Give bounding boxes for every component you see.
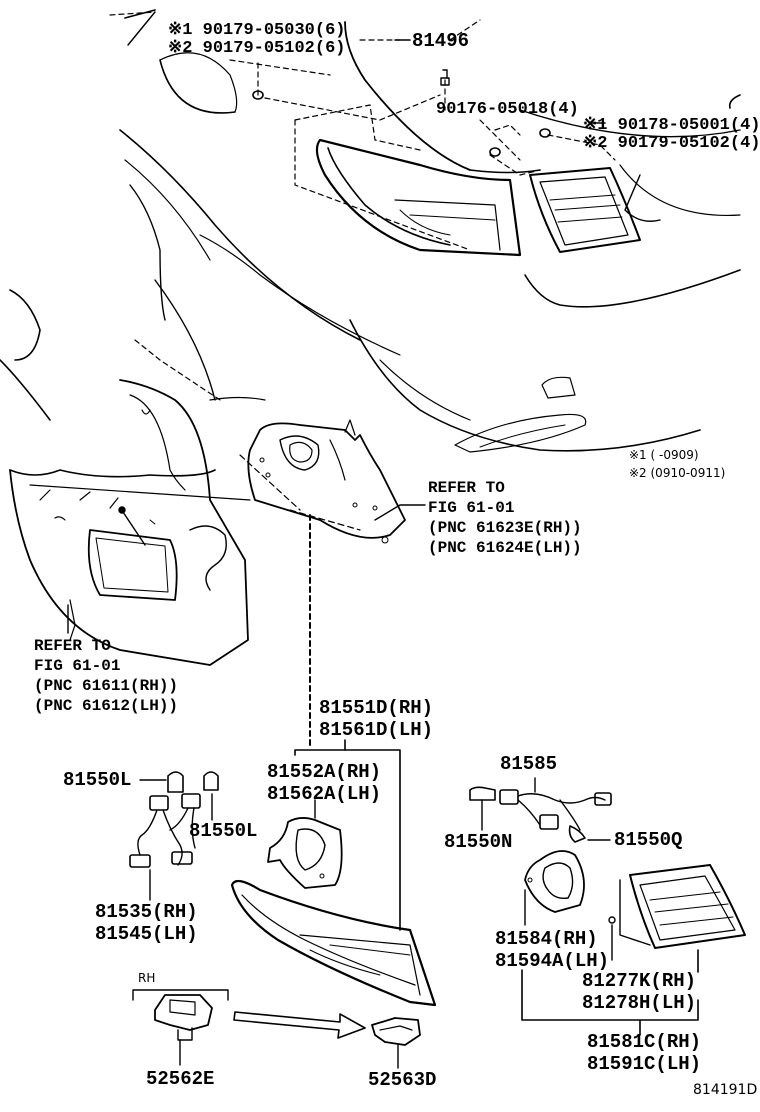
- diagram-code: 814191D: [693, 1082, 758, 1098]
- fastener-label-6: ※2 90179-05102(4): [583, 134, 760, 153]
- fastener-label-2: ※2 90179-05102(6): [168, 39, 346, 58]
- part-label-81594A: 81594A(LH): [495, 950, 610, 972]
- refer-left-line4: (PNC 61612(LH)): [34, 697, 179, 715]
- vehicle-rear-body: [0, 10, 740, 452]
- quarter-inner-panel: [240, 420, 405, 543]
- refer-right-line1: REFER TO: [428, 479, 505, 497]
- part-label-81562A: 81562A(LH): [267, 783, 382, 805]
- part-label-81584: 81584(RH): [495, 928, 598, 950]
- part-label-81550L-a: 81550L: [63, 769, 132, 791]
- part-label-81551D: 81551D(RH): [319, 697, 434, 719]
- tail-lamp-81551D: [232, 881, 435, 1005]
- tail-lamp-81581C: [609, 865, 745, 960]
- tail-lamp-outer-top: [317, 140, 520, 255]
- refer-to-right: REFER TO FIG 61-01 (PNC 61623E(RH)) (PNC…: [428, 478, 582, 558]
- refer-right-line2: FIG 61-01: [428, 499, 515, 517]
- note-1: ※1 ( -0909): [629, 448, 699, 462]
- part-label-81581C: 81581C(RH): [587, 1031, 702, 1053]
- fastener-label-5: ※1 90178-05001(4): [583, 116, 760, 135]
- part-label-81591C: 81591C(LH): [587, 1053, 702, 1075]
- refer-right-line3: (PNC 61623E(RH)): [428, 519, 582, 537]
- refer-to-left: REFER TO FIG 61-01 (PNC 61611(RH)) (PNC …: [34, 636, 178, 716]
- part-label-81561D: 81561D(LH): [319, 719, 434, 741]
- top-fasteners: [253, 40, 605, 156]
- refer-leaders: [68, 505, 425, 633]
- harness-81585: [470, 778, 611, 842]
- bracket-52563D: [372, 1018, 420, 1068]
- bulb-81550L-b: [204, 772, 218, 820]
- gasket-81584: [525, 851, 584, 925]
- refer-right-line4: (PNC 61624E(LH)): [428, 539, 582, 557]
- bulb-81550L-a: [140, 772, 183, 792]
- note-2: ※2 (0910-0911): [629, 466, 726, 480]
- fastener-label-90176: 90176-05018(4): [436, 100, 579, 119]
- part-label-81535: 81535(RH): [95, 901, 198, 923]
- bracket-52562E: [133, 990, 228, 1065]
- refer-left-line1: REFER TO: [34, 637, 111, 655]
- part-label-81278H: 81278H(LH): [582, 992, 697, 1014]
- refer-left-line2: FIG 61-01: [34, 657, 121, 675]
- tail-lamp-inner-top: [530, 168, 640, 252]
- part-label-81550L-b: 81550L: [189, 820, 258, 842]
- part-label-81545: 81545(LH): [95, 923, 198, 945]
- gasket-81552A: [268, 800, 342, 888]
- direction-arrow: [234, 1012, 365, 1038]
- dashed-callouts-top: [110, 12, 615, 400]
- part-label-81550Q: 81550Q: [614, 829, 683, 851]
- quarter-panel-left: [10, 380, 265, 665]
- part-label-81585: 81585: [500, 753, 558, 775]
- bracket-81551D: [295, 740, 400, 930]
- part-label-81277K: 81277K(RH): [582, 970, 697, 992]
- part-label-81496: 81496: [412, 30, 470, 52]
- rh-tag: RH: [138, 971, 156, 985]
- part-label-81552A: 81552A(RH): [267, 761, 382, 783]
- socket-harness-81535: [130, 794, 200, 900]
- part-label-52562E: 52562E: [146, 1068, 215, 1090]
- fastener-label-1: ※1 90179-05030(6): [168, 21, 346, 40]
- part-label-52563D: 52563D: [368, 1069, 437, 1091]
- part-label-81550N: 81550N: [444, 831, 513, 853]
- bracket-81581C: [522, 950, 698, 1035]
- refer-left-line3: (PNC 61611(RH)): [34, 677, 179, 695]
